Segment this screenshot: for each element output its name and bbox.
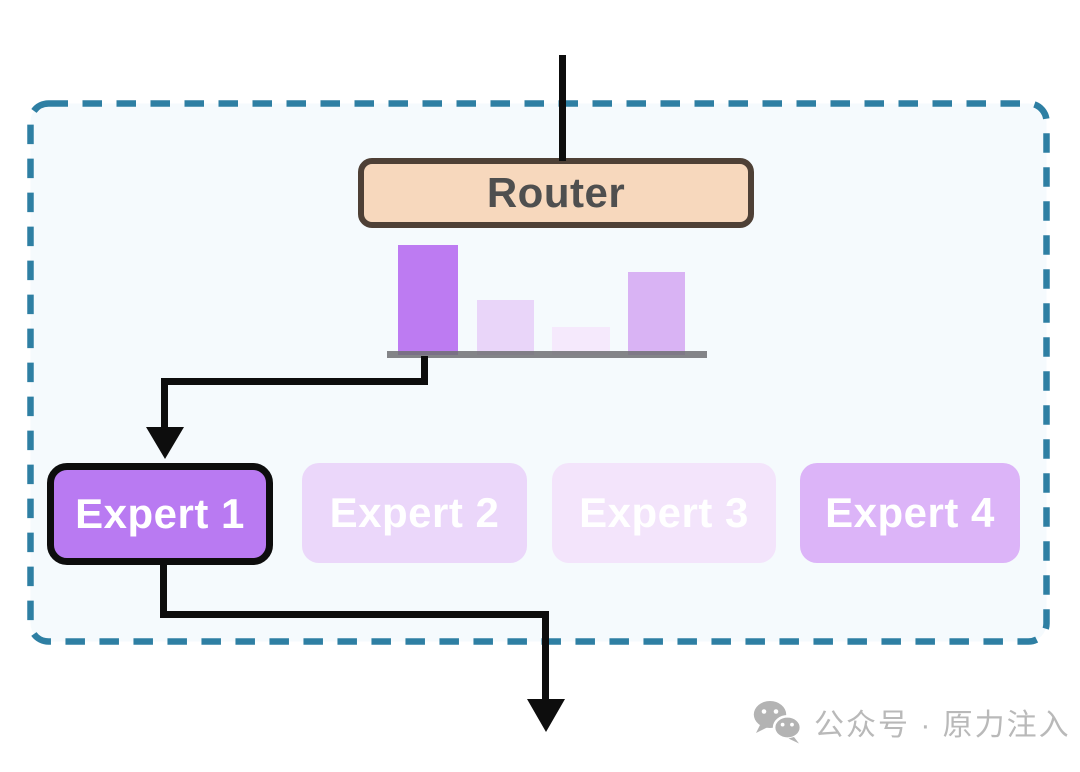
expert-4-label: Expert 4: [825, 489, 995, 536]
expert-box-4: Expert 4: [800, 463, 1020, 563]
input-line: [559, 55, 566, 161]
output-line-horizontal: [160, 611, 549, 618]
weight-bar-expert-3: [552, 327, 610, 355]
bar-chart-axis: [387, 351, 707, 358]
router-label: Router: [486, 169, 626, 216]
output-line-drop: [160, 562, 167, 618]
expert-2-label: Expert 2: [329, 489, 500, 536]
router-box: Router: [358, 158, 754, 228]
arrowhead-to-expert1: [146, 427, 184, 459]
watermark-text: 公众号 · 原力注入: [814, 709, 1071, 742]
weight-bar-expert-2: [477, 300, 534, 355]
route-line-down: [161, 378, 168, 451]
expert-box-3: Expert 3: [552, 463, 776, 563]
wechat-icon: [753, 701, 803, 744]
expert-box-1-selected: Expert 1: [47, 463, 273, 565]
weight-bar-expert-4: [628, 272, 685, 355]
watermark: 公众号 · 原力注入: [752, 700, 1071, 744]
arrowhead-output: [527, 699, 565, 732]
dashed-container: [27, 100, 1050, 645]
dashed-border: [27, 100, 1050, 645]
weight-bar-expert-1: [398, 245, 458, 355]
route-line-drop: [421, 356, 428, 382]
expert-box-2: Expert 2: [302, 463, 527, 563]
router-weights-bar-chart: [387, 240, 707, 355]
expert-3-label: Expert 3: [579, 489, 749, 536]
expert-1-label: Expert 1: [75, 490, 245, 537]
output-line-down: [542, 611, 549, 702]
route-line-horizontal: [161, 378, 428, 385]
